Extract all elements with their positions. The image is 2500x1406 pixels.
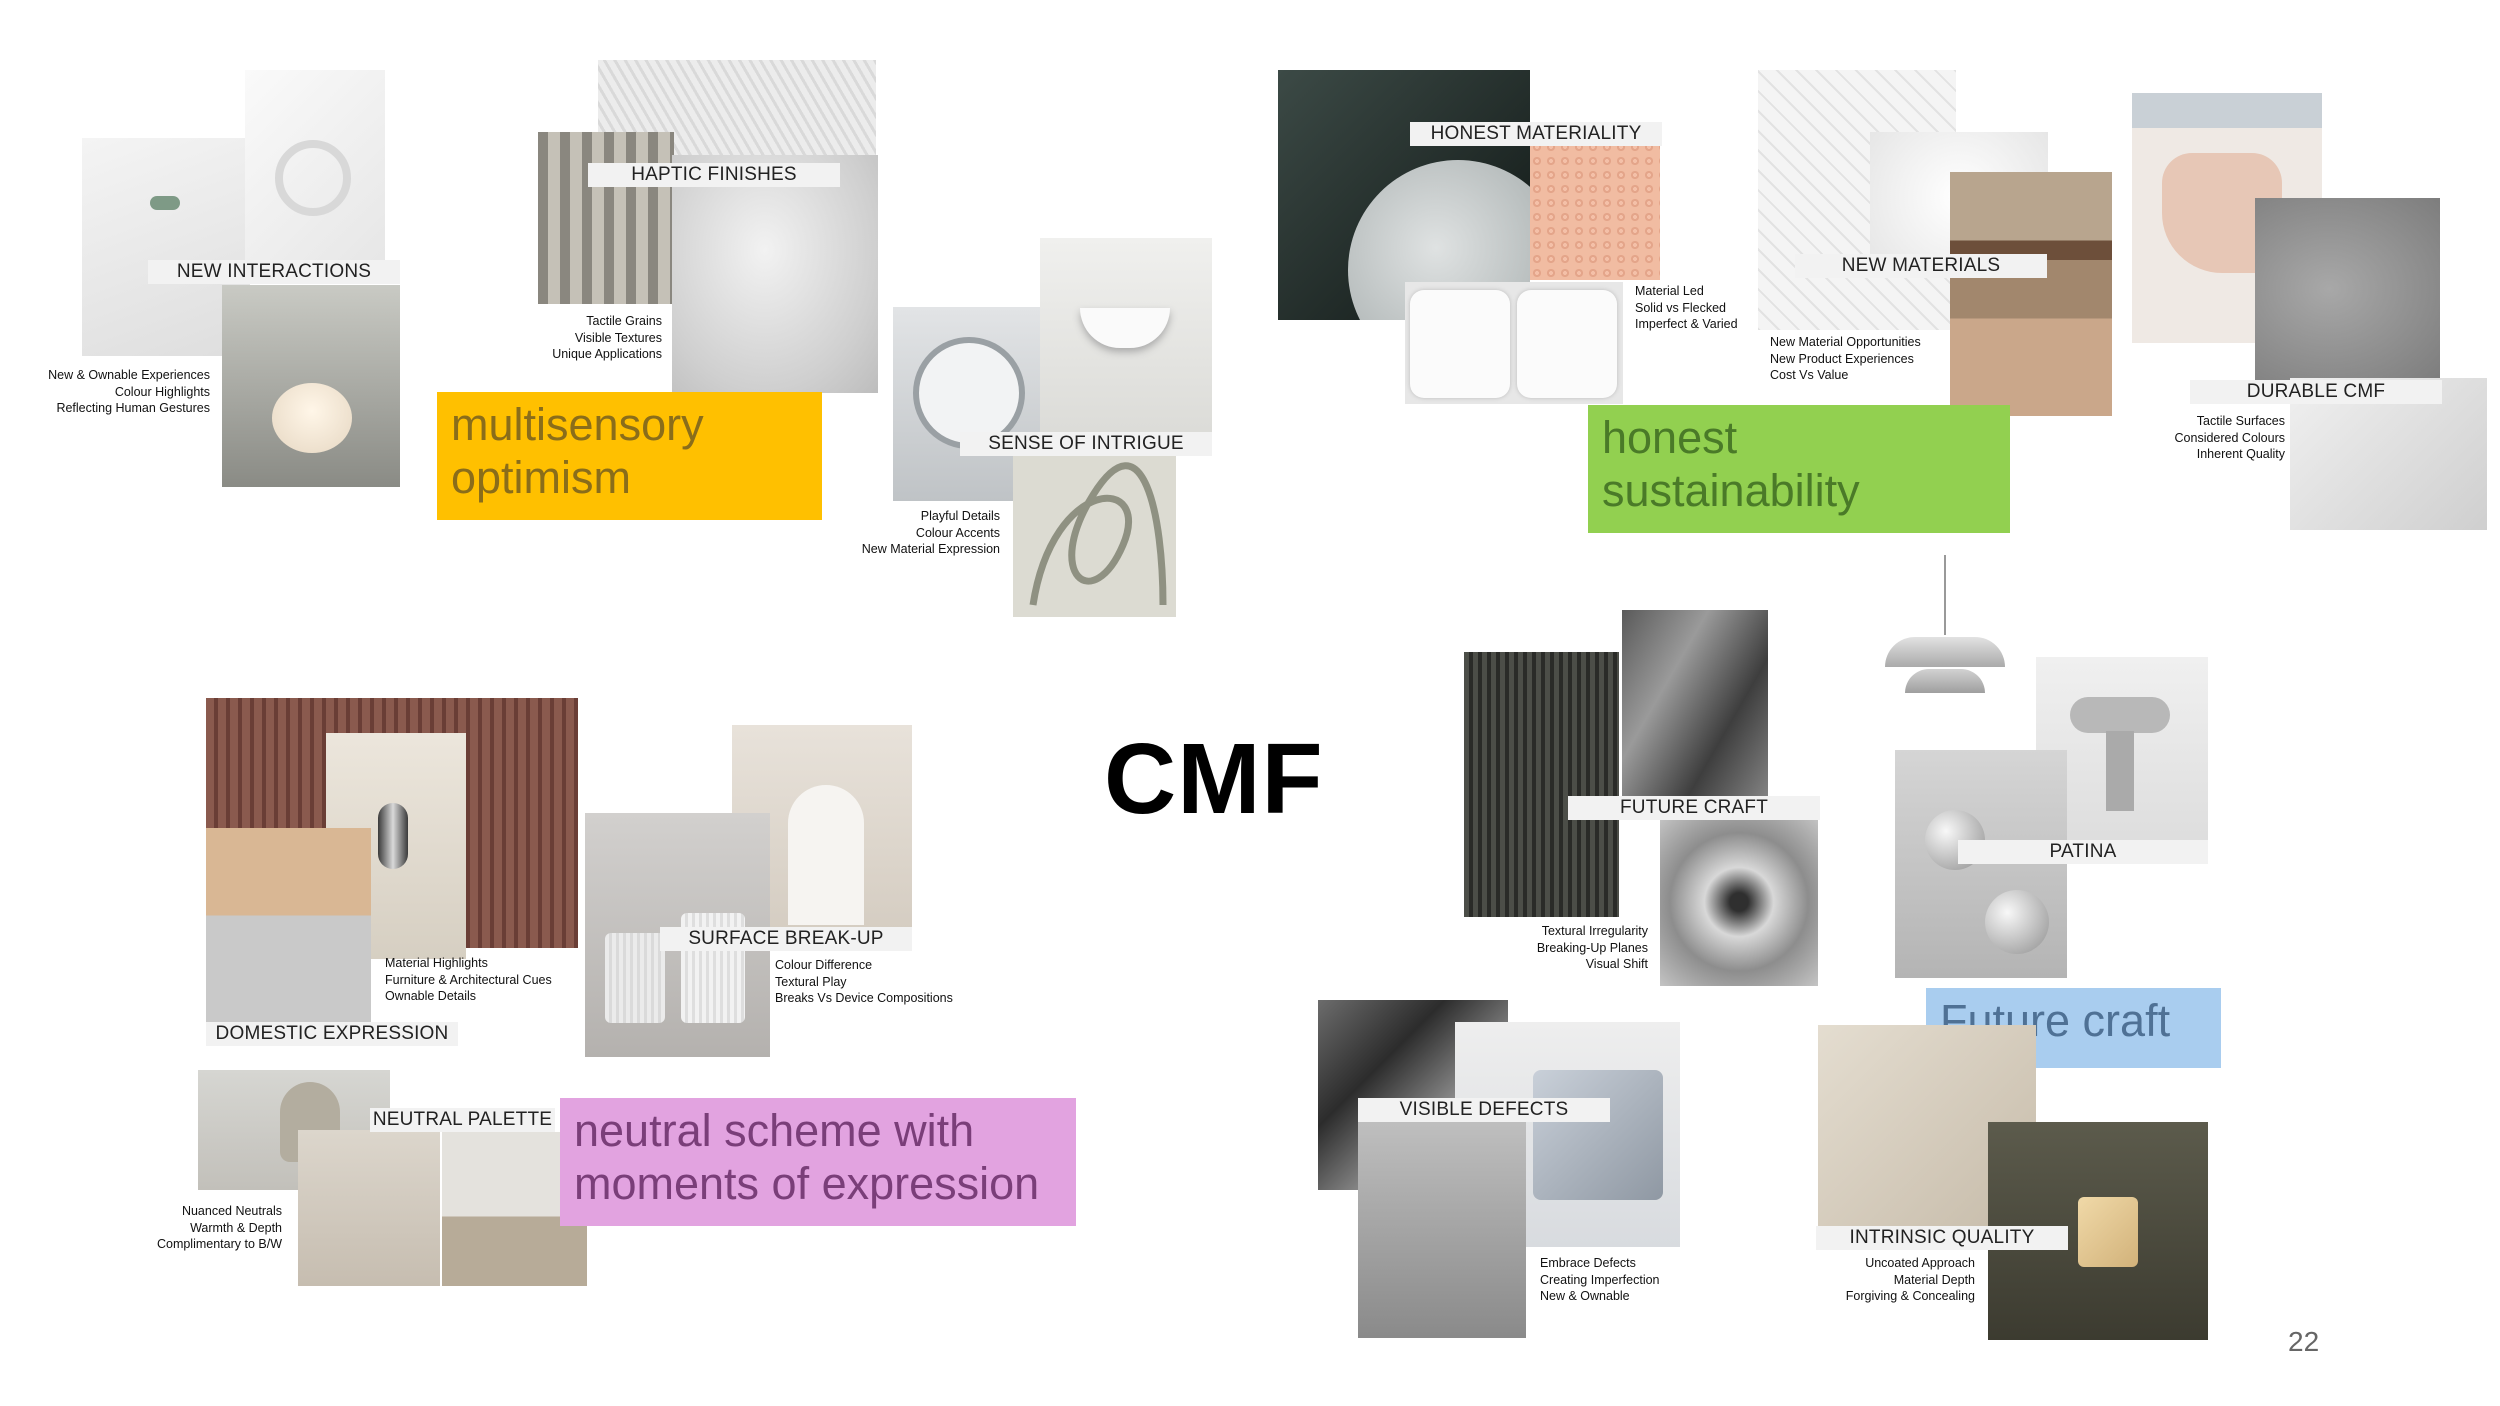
durable-photo-felt <box>2255 198 2440 380</box>
materiality-photo-dark <box>1278 70 1530 320</box>
haptic-photo-grid <box>538 132 674 304</box>
patina-label: PATINA <box>1958 840 2208 864</box>
haptic-finishes-notes: Tactile Grains Visible Textures Unique A… <box>552 314 662 361</box>
materiality-photo-granules <box>1530 140 1660 280</box>
new-interactions-photo-lamp <box>222 285 400 487</box>
theme-honest-sustainability: honest sustainability <box>1588 405 2010 533</box>
theme-neutral-scheme: neutral scheme with moments of expressio… <box>560 1098 1076 1226</box>
materiality-photo-devices <box>1405 282 1623 404</box>
theme-multisensory-optimism: multisensory optimism <box>437 392 822 520</box>
domestic-photo-strap <box>206 828 371 1022</box>
domestic-expression-notes: Material Highlights Furniture & Architec… <box>385 956 552 1003</box>
neutral-photo-stools <box>298 1130 440 1286</box>
future-craft-photo-fluted <box>1464 652 1619 917</box>
page-number: 22 <box>2288 1326 2320 1357</box>
honest-materiality-label: HONEST MATERIALITY <box>1410 122 1662 146</box>
sense-of-intrigue-label: SENSE OF INTRIGUE <box>960 432 1212 456</box>
future-craft-label: FUTURE CRAFT <box>1568 796 1820 820</box>
patina-photo-pendant <box>1880 555 2010 725</box>
intrigue-photo-cable <box>1013 455 1176 617</box>
surface-break-up-notes: Colour Difference Textural Play Breaks V… <box>775 958 953 1005</box>
future-craft-photo-metal <box>1660 818 1818 986</box>
page-title: CMF <box>1104 723 1324 835</box>
new-materials-notes: New Material Opportunities New Product E… <box>1770 335 1921 382</box>
new-interactions-notes: New & Ownable Experiences Colour Highlig… <box>48 368 210 415</box>
new-interactions-label: NEW INTERACTIONS <box>148 260 400 284</box>
honest-materiality-notes: Material Led Solid vs Flecked Imperfect … <box>1635 284 1738 331</box>
durable-cmf-notes: Tactile Surfaces Considered Colours Inhe… <box>2174 414 2285 461</box>
haptic-photo-stone <box>672 155 878 393</box>
new-materials-photo-wood <box>1950 172 2112 416</box>
intrinsic-quality-label: INTRINSIC QUALITY <box>1816 1226 2068 1250</box>
intrinsic-quality-notes: Uncoated Approach Material Depth Forgivi… <box>1845 1256 1975 1303</box>
domestic-expression-label: DOMESTIC EXPRESSION <box>206 1022 458 1046</box>
new-materials-label: NEW MATERIALS <box>1795 254 2047 278</box>
future-craft-photo-fabric <box>1622 610 1768 808</box>
cable-graphic <box>1029 462 1167 606</box>
patina-photo-spheres <box>1895 750 2067 978</box>
neutral-palette-label: NEUTRAL PALETTE <box>370 1108 555 1132</box>
new-interactions-photo-loop <box>245 70 385 270</box>
intrigue-photo-bowl <box>1040 238 1212 450</box>
surface-break-up-label: SURFACE BREAK-UP <box>660 927 912 951</box>
haptic-finishes-label: HAPTIC FINISHES <box>588 163 840 187</box>
neutral-palette-notes: Nuanced Neutrals Warmth & Depth Complime… <box>156 1204 282 1251</box>
intrigue-photo-dial <box>893 307 1041 501</box>
visible-defects-notes: Embrace Defects Creating Imperfection Ne… <box>1540 1256 1660 1303</box>
future-craft-notes: Textural Irregularity Breaking-Up Planes… <box>1536 924 1648 971</box>
sense-of-intrigue-notes: Playful Details Colour Accents New Mater… <box>861 509 1000 556</box>
durable-cmf-label: DURABLE CMF <box>2190 380 2442 404</box>
defects-photo-vessel <box>1358 1108 1526 1338</box>
visible-defects-label: VISIBLE DEFECTS <box>1358 1098 1610 1122</box>
